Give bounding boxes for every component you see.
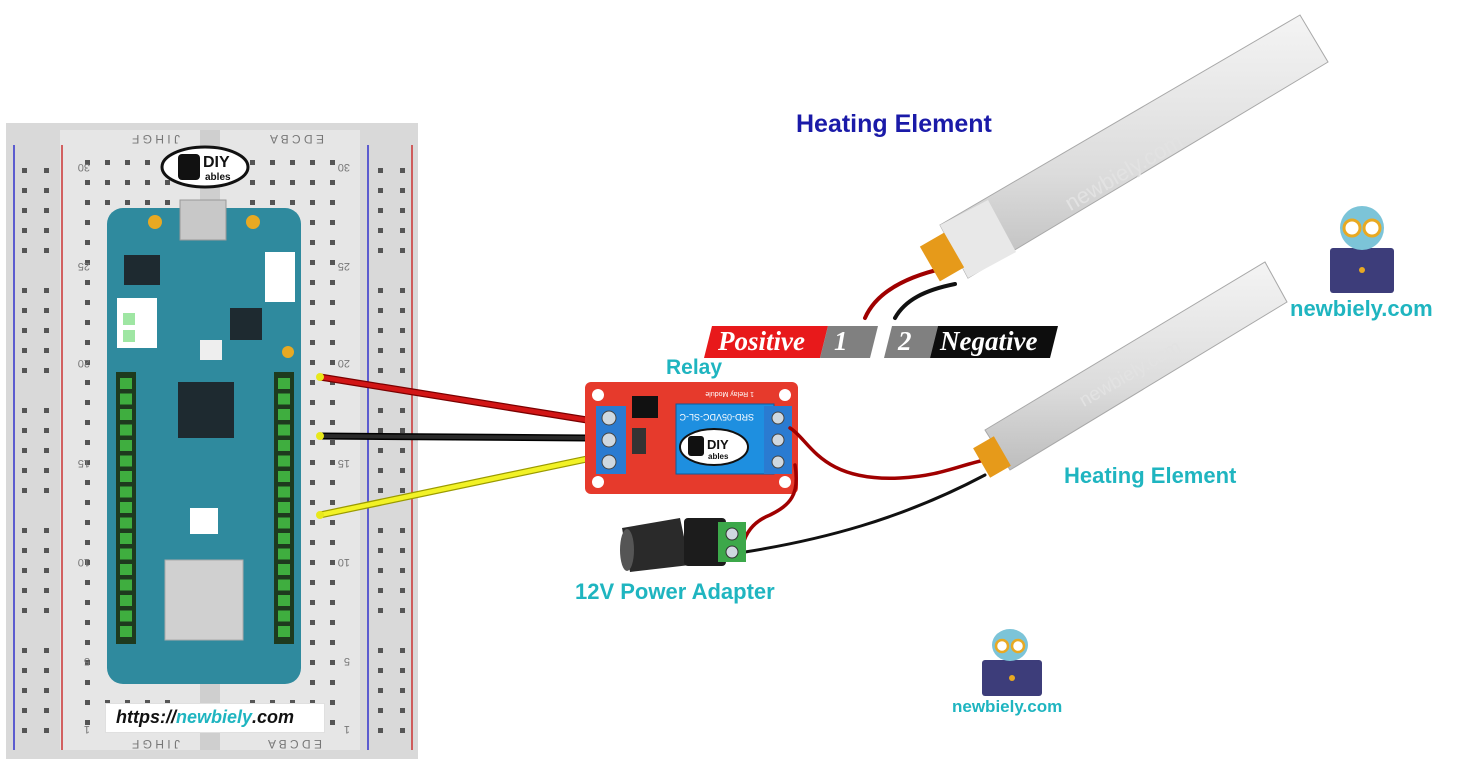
heating-element-bottom: newbiely.com xyxy=(973,261,1288,478)
heating-element-label-top: Heating Element xyxy=(796,110,992,138)
diy-logo-subtext: ables xyxy=(205,172,231,183)
owl-logo-big xyxy=(1330,206,1394,293)
heating-element-top: newbiely.com xyxy=(919,14,1329,282)
owl-logo-small xyxy=(982,629,1042,696)
bb-row-num-25: 25 xyxy=(78,260,90,272)
relay-label: Relay xyxy=(666,356,723,379)
bb-row-num-1-right: 1 xyxy=(344,723,350,735)
url-suffix: .com xyxy=(252,707,295,727)
power-wires xyxy=(741,266,987,554)
bb-row-num-20: 20 xyxy=(78,357,90,369)
polarity-banner xyxy=(704,326,1058,358)
newbiely-watermark-small: newbiely.com xyxy=(952,697,1063,716)
url-prefix: https:// xyxy=(116,707,176,727)
bb-row-num-10: 10 xyxy=(78,556,90,568)
relay-module: SRD-05VDC-SL-C 1 Relay Module DIY ables xyxy=(585,382,798,494)
bb-row-num-10-right: 10 xyxy=(338,556,350,568)
bb-col-letters-left-bottom: J I H G F xyxy=(132,737,180,751)
bb-row-num-30: 30 xyxy=(78,161,90,173)
signal-wires xyxy=(316,373,591,519)
bb-row-num-5-right: 5 xyxy=(344,655,350,667)
power-adapter-jack xyxy=(620,518,746,572)
relay-board-title: 1 Relay Module xyxy=(705,390,754,397)
url-brand: newbiely xyxy=(176,707,253,727)
bb-col-letters-right-bottom: E D C B A xyxy=(268,737,322,751)
polarity-negative-number: 2 xyxy=(898,326,912,356)
relay-diy-logo-text: DIY xyxy=(707,437,729,452)
url-watermark: https://newbiely.com xyxy=(105,703,325,733)
power-adapter-label: 12V Power Adapter xyxy=(575,579,775,604)
bb-row-num-5: 5 xyxy=(84,655,90,667)
polarity-positive-label: Positive xyxy=(718,326,805,356)
bb-row-num-30-right: 30 xyxy=(338,161,350,173)
bb-row-num-25-right: 25 xyxy=(338,260,350,272)
diy-logo-text: DIY xyxy=(203,154,230,171)
bb-col-letters-right: E D C B A xyxy=(270,132,324,146)
bb-col-letters-left: J I H G F xyxy=(132,132,180,146)
arduino-board xyxy=(107,199,301,684)
relay-chip-text: SRD-05VDC-SL-C xyxy=(679,412,754,422)
bb-row-num-15-right: 15 xyxy=(338,457,350,469)
heating-element-label-bottom: Heating Element xyxy=(1064,463,1237,488)
bb-row-num-20-right: 20 xyxy=(338,357,350,369)
bb-row-num-15: 15 xyxy=(78,457,90,469)
relay-diy-logo-subtext: ables xyxy=(708,452,729,461)
polarity-negative-label: Negative xyxy=(940,326,1038,356)
polarity-positive-number: 1 xyxy=(834,326,848,356)
newbiely-watermark-big: newbiely.com xyxy=(1290,296,1433,321)
bb-row-num-1: 1 xyxy=(84,723,90,735)
diyables-logo-breadboard: DIY ables xyxy=(160,145,250,189)
